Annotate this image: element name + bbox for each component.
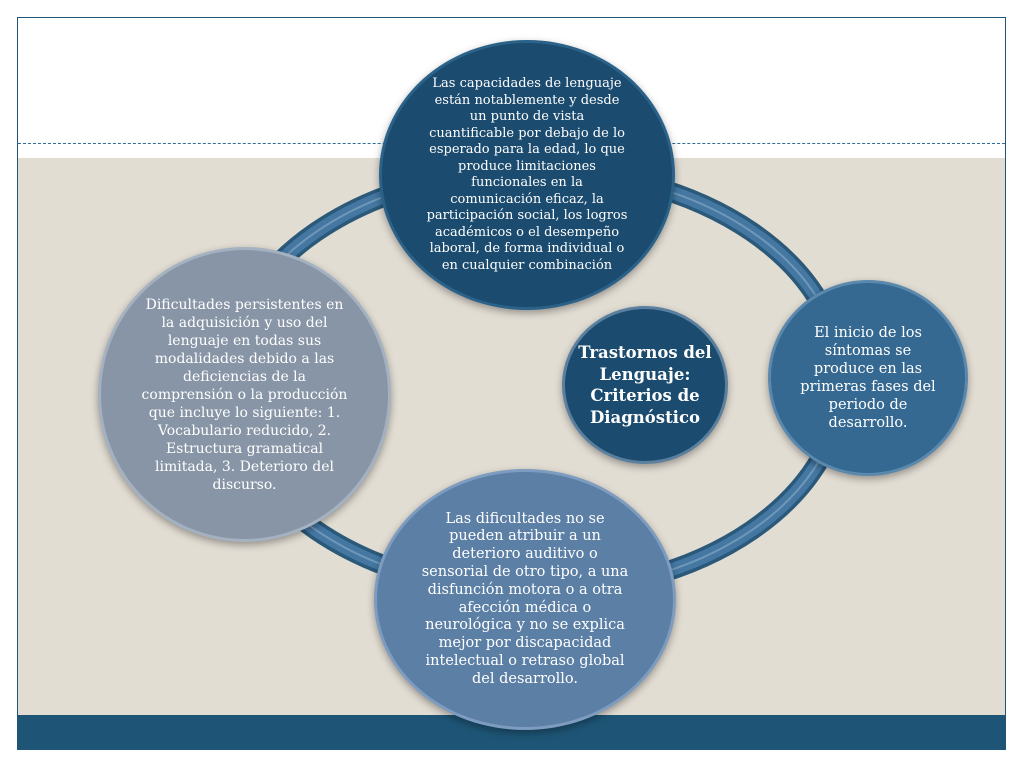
criterion-right-text: El inicio de los síntomas se produce en … [800,325,936,431]
criterion-left-text: Dificultades persistentes en la adquisic… [141,296,348,493]
center-title-node: Trastornos del Lenguaje: Criterios de Di… [562,306,728,464]
criterion-top-text: Las capacidades de lenguaje están notabl… [426,76,628,273]
criterion-right-node: El inicio de los síntomas se produce en … [768,280,968,476]
center-title-text: Trastornos del Lenguaje: Criterios de Di… [578,343,712,427]
slide-frame: Dificultades persistentes en la adquisic… [17,17,1006,750]
criterion-left-node: Dificultades persistentes en la adquisic… [98,247,391,542]
criterion-top-node: Las capacidades de lenguaje están notabl… [379,40,675,310]
criterion-bottom-text: Las dificultades no se pueden atribuir a… [421,510,629,687]
criterion-bottom-node: Las dificultades no se pueden atribuir a… [374,469,676,730]
